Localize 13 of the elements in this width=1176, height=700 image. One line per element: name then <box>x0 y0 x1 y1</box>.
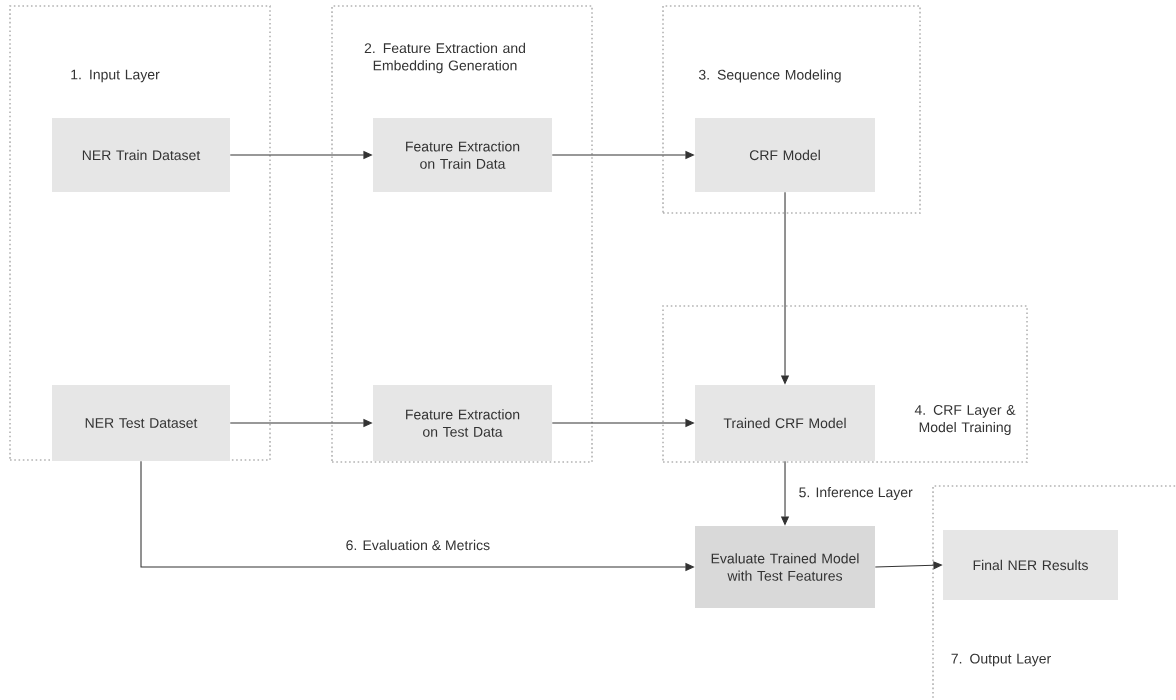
process-box: Feature Extraction on Train Data <box>373 118 552 192</box>
process-box: Evaluate Trained Model with Test Features <box>695 526 875 608</box>
process-box: Final NER Results <box>943 530 1118 600</box>
group-heading: 3. Sequence Modeling <box>698 69 841 83</box>
group-heading: 4. CRF Layer & Model Training <box>914 405 1016 435</box>
group-heading: 1. Input Layer <box>71 69 160 83</box>
process-box: NER Test Dataset <box>52 385 230 461</box>
group-heading: 2. Feature Extraction and Embedding Generation <box>364 42 525 74</box>
process-box: Feature Extraction on Test Data <box>373 385 552 461</box>
process-box: Trained CRF Model <box>695 385 875 461</box>
process-box: NER Train Dataset <box>52 118 230 192</box>
group-heading: 7. Output Layer <box>951 653 1051 667</box>
process-box: CRF Model <box>695 118 875 192</box>
